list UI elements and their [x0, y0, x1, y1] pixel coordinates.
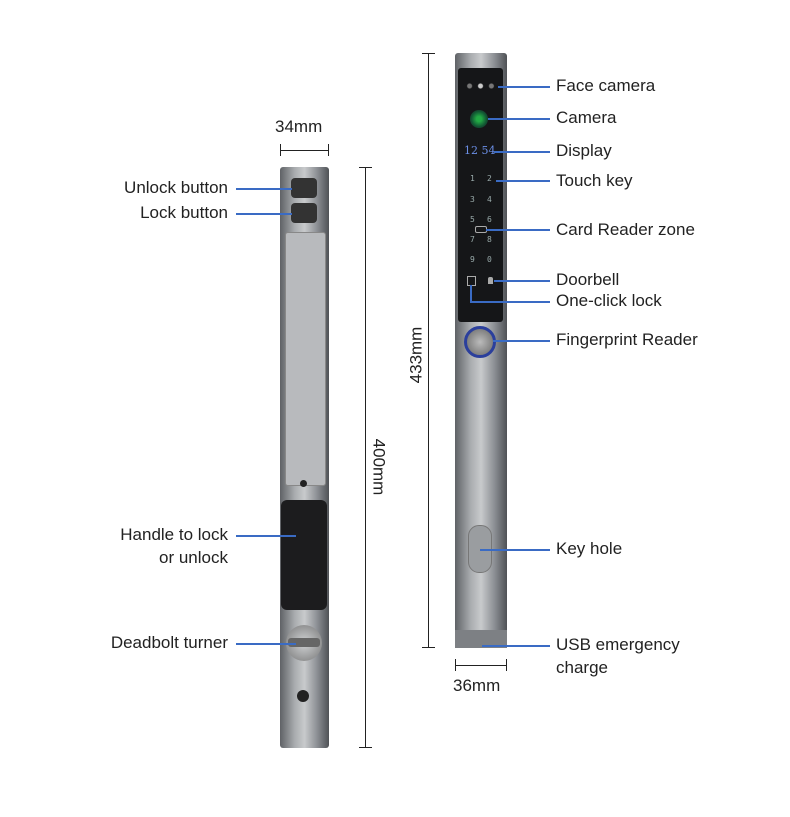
- callout-line: [236, 535, 296, 537]
- callout-line: [470, 301, 550, 303]
- mount-hole: [297, 690, 309, 702]
- lock-button-label: Lock button: [140, 203, 228, 222]
- key-5: 5: [470, 215, 475, 224]
- one-click-lock-label: One-click lock: [556, 291, 662, 310]
- tick: [422, 53, 435, 54]
- lock-key-icon: [467, 276, 476, 286]
- callout-line: [470, 285, 472, 302]
- callout-line: [494, 280, 550, 282]
- key-7: 7: [470, 235, 475, 244]
- key-9: 9: [470, 255, 475, 264]
- doorbell-label: Doorbell: [556, 270, 620, 289]
- camera-icon: [470, 110, 488, 128]
- right-height-label: 433mm: [406, 326, 426, 384]
- camera-label: Camera: [556, 108, 617, 127]
- callout-line: [486, 229, 550, 231]
- usb-label-2: charge: [556, 658, 608, 677]
- tick: [359, 167, 372, 168]
- key-6: 6: [487, 215, 492, 224]
- battery-cover: [285, 232, 326, 486]
- left-height-label: 400mm: [369, 438, 389, 496]
- display-label: Display: [556, 141, 612, 160]
- right-width-line: [455, 665, 507, 666]
- callout-line: [480, 549, 550, 551]
- front-panel: [458, 68, 503, 322]
- key-2: 2: [487, 174, 492, 183]
- key-1: 1: [470, 174, 475, 183]
- key-0: 0: [487, 255, 492, 264]
- fingerprint-label: Fingerprint Reader: [556, 330, 698, 349]
- callout-line: [488, 118, 550, 120]
- callout-line: [236, 643, 296, 645]
- tick: [359, 747, 372, 748]
- tick: [328, 144, 329, 156]
- display-time: 12 54: [464, 144, 496, 157]
- handle-label-2: or unlock: [159, 548, 228, 567]
- deadbolt-label: Deadbolt turner: [110, 633, 228, 652]
- callout-line: [493, 340, 550, 342]
- usb-label-1: USB emergency: [556, 635, 680, 654]
- touch-key-label: Touch key: [556, 171, 633, 190]
- tick: [506, 659, 507, 671]
- tick: [455, 659, 456, 671]
- key-hole-label: Key hole: [556, 539, 623, 558]
- right-width-label: 36mm: [453, 676, 501, 695]
- key-3: 3: [470, 195, 475, 204]
- key-4: 4: [487, 195, 492, 204]
- card-reader-label: Card Reader zone: [556, 220, 695, 239]
- face-camera-label: Face camera: [556, 76, 656, 95]
- key-8: 8: [487, 235, 492, 244]
- left-width-label: 34mm: [275, 117, 323, 136]
- callout-line: [482, 645, 550, 647]
- lock-button: [291, 203, 317, 223]
- doorbell-icon: [488, 277, 493, 284]
- callout-line: [494, 151, 550, 153]
- tick: [422, 647, 435, 648]
- right-height-line: [428, 53, 429, 648]
- handle: [281, 500, 327, 610]
- unlock-button: [291, 178, 317, 198]
- usb-port: [455, 630, 507, 648]
- tick: [280, 144, 281, 156]
- callout-line: [236, 188, 292, 190]
- face-camera-icon: [464, 82, 497, 90]
- fingerprint-reader: [464, 326, 496, 358]
- handle-label-1: Handle to lock: [120, 525, 228, 544]
- screw-hole: [300, 480, 307, 487]
- left-width-line: [280, 150, 329, 151]
- unlock-button-label: Unlock button: [124, 178, 228, 197]
- callout-line: [498, 86, 550, 88]
- deadbolt-knob: [288, 638, 320, 647]
- callout-line: [496, 180, 550, 182]
- left-height-line: [365, 167, 366, 748]
- callout-line: [236, 213, 292, 215]
